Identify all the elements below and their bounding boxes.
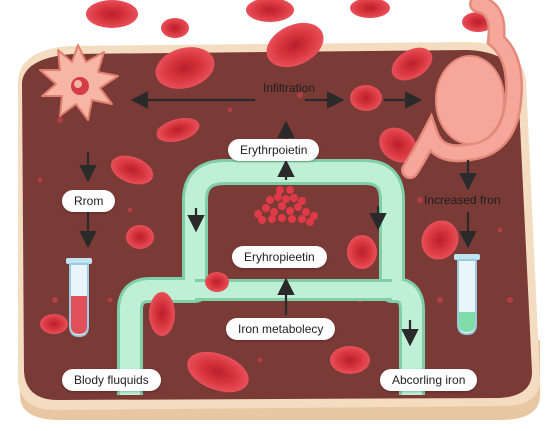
test-tube-icon [454,254,480,336]
red-blood-cell-icon [330,346,370,374]
red-blood-cell-icon [379,127,417,163]
label-iron-metabolecy: Iron metabolecy [226,318,336,340]
red-blood-cell-icon [149,292,175,336]
flow-arrows [79,91,477,347]
label-rrom: Rrom [62,190,116,212]
red-blood-cell-icon [205,272,229,292]
spiky-cell-icon [39,44,119,121]
red-blood-cell-icon [155,47,215,89]
test-tube-icon [66,258,92,338]
red-blood-cell-icon [350,0,390,18]
label-increased-fron: Increased fron [424,193,501,207]
label-erythropoietin-top: Erythrpoietin [228,139,320,161]
red-blood-cells [40,0,494,393]
red-blood-cell-icon [110,155,154,185]
red-blood-cell-icon [246,0,294,22]
label-absorbing-iron: Abcorling iron [380,369,478,391]
red-blood-cell-icon [156,117,200,143]
red-blood-cell-icon [161,18,189,38]
label-body-fluids: Blody fluquids [62,369,161,391]
label-erythropoietin-mid: Eryhropieetin [232,246,327,268]
red-blood-cell-icon [40,314,68,334]
red-blood-cell-icon [266,22,324,68]
red-blood-cell-icon [421,220,459,260]
stomach-icon [401,0,523,179]
red-blood-cell-icon [350,85,382,111]
red-blood-cell-icon [391,47,433,81]
iron-granules-icon [254,186,318,226]
red-blood-cell-icon [347,235,377,269]
red-blood-cell-icon [187,351,249,393]
red-blood-cell-icon [86,0,138,28]
red-blood-cell-icon [126,225,154,249]
label-infiltration: Infiltration [263,81,316,95]
